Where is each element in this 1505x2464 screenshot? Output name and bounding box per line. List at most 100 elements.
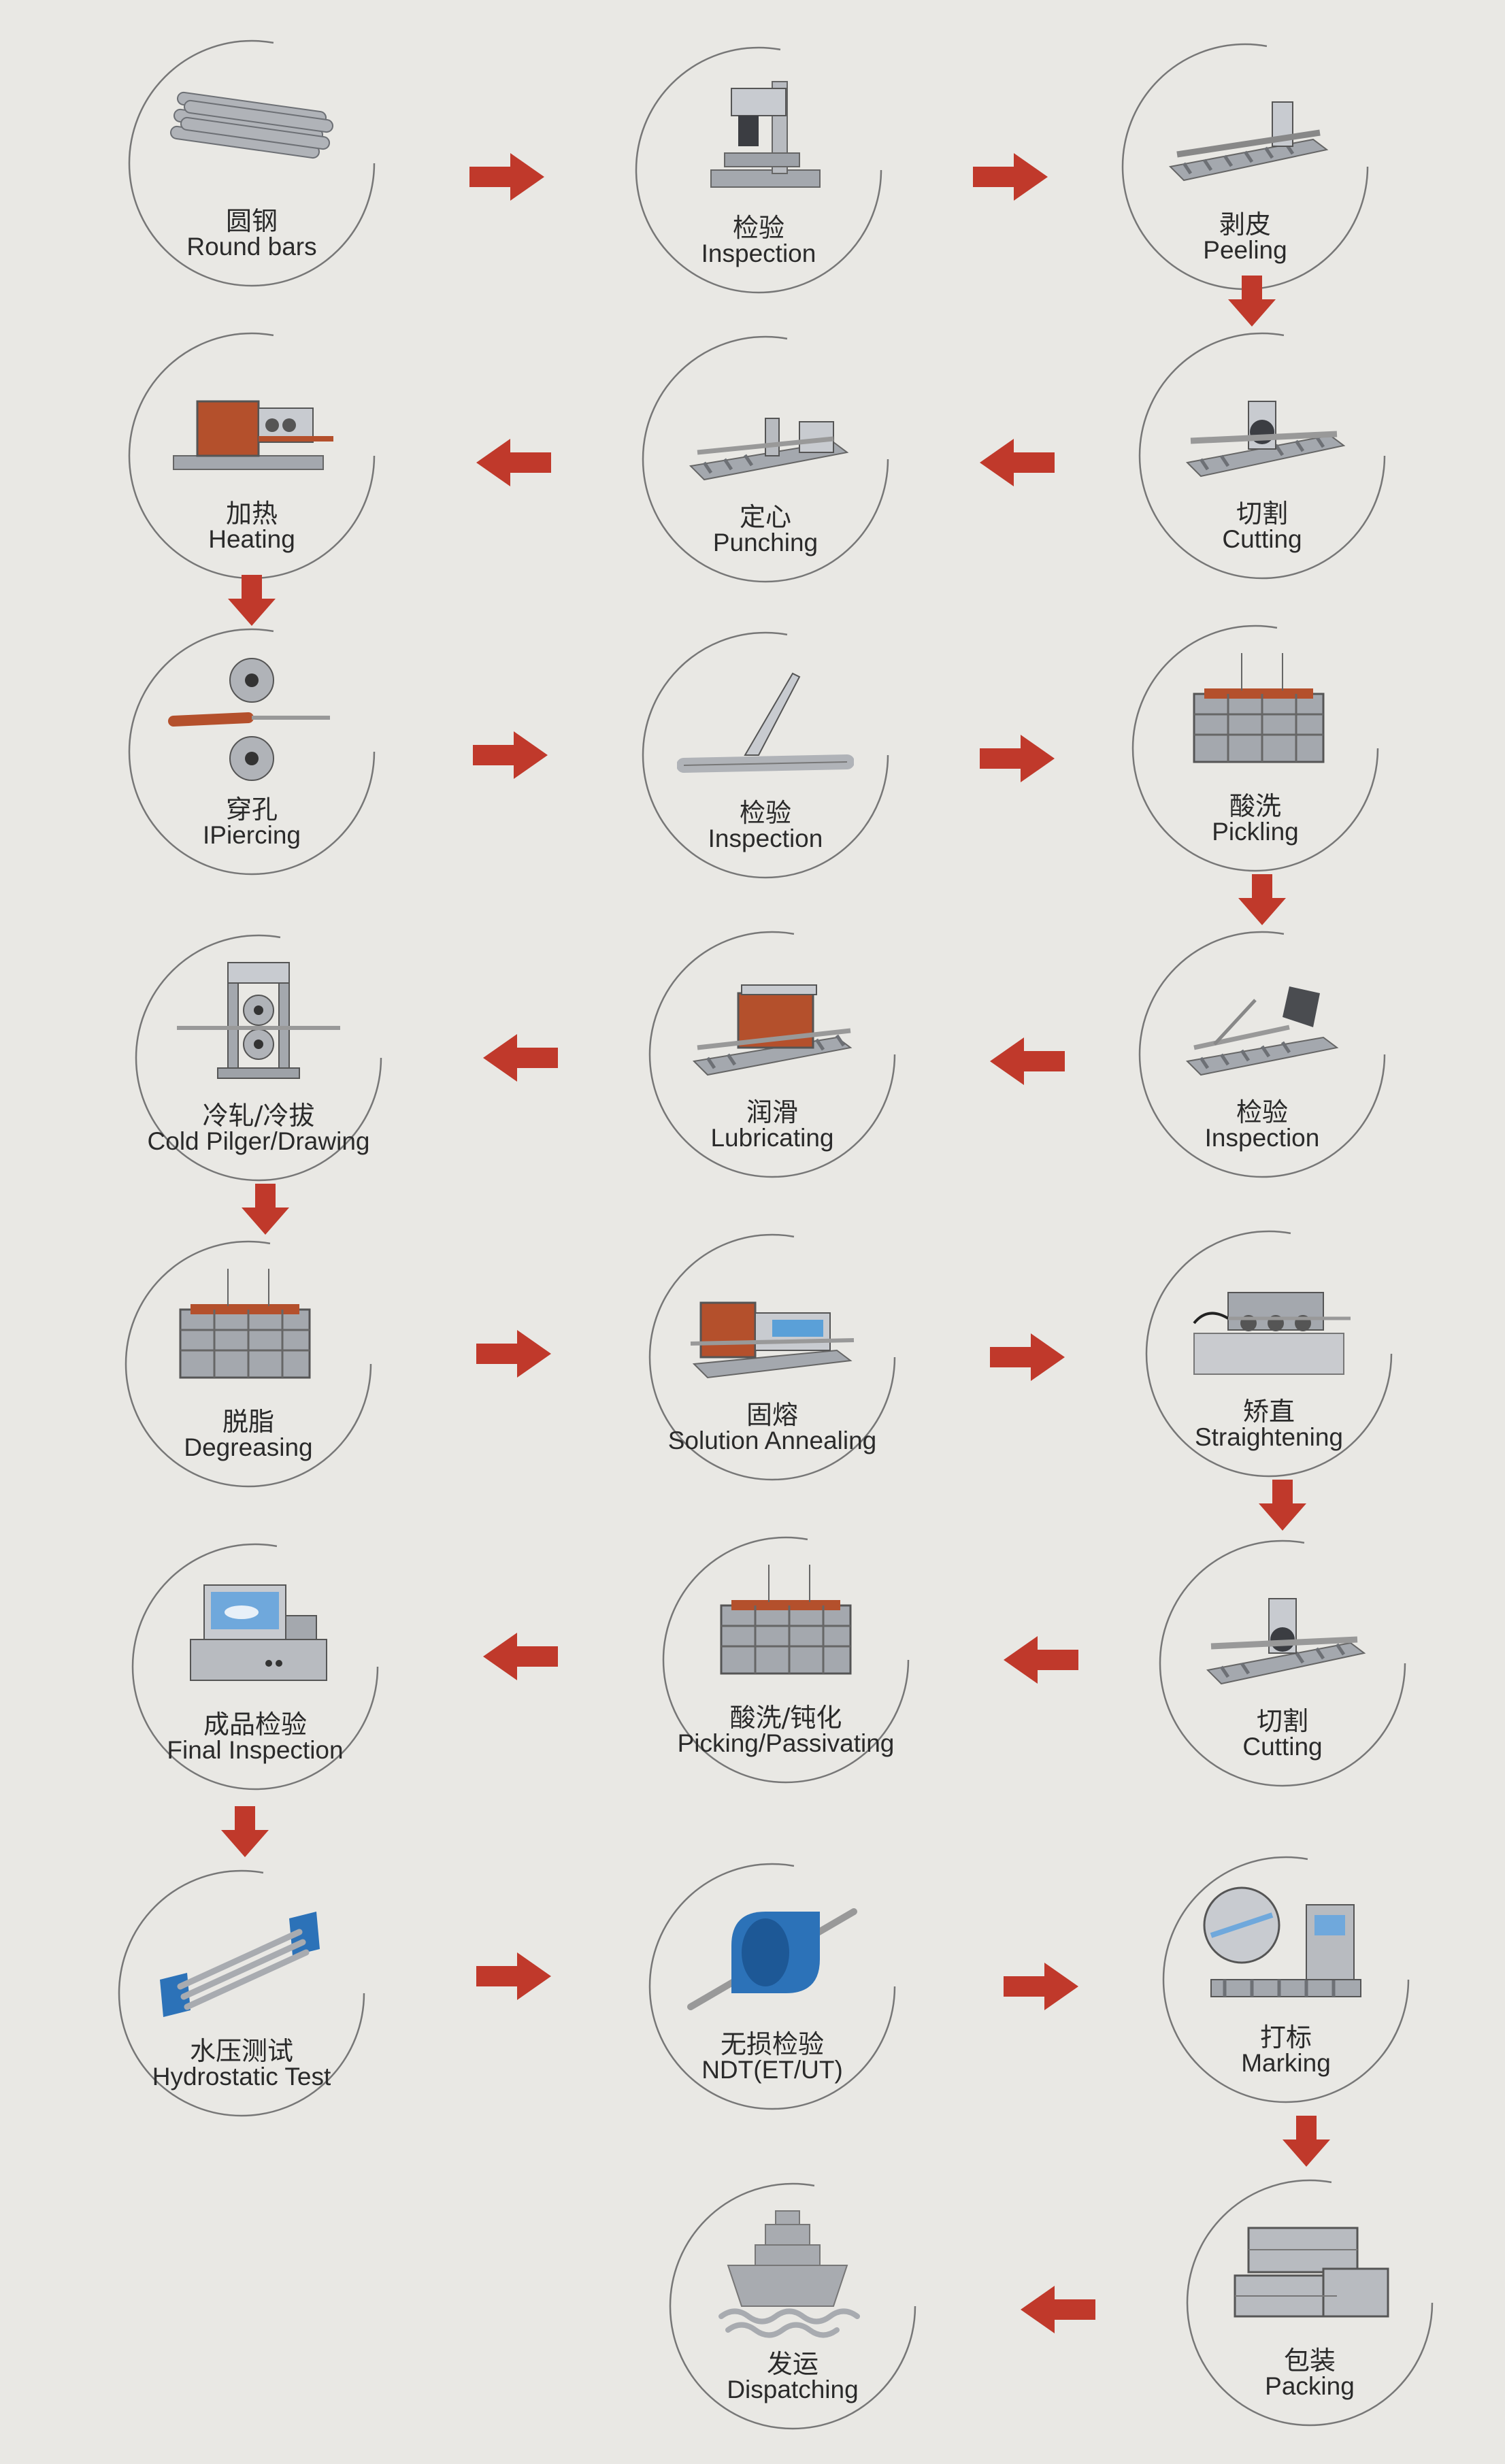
- straightening-machine-icon: [1193, 1292, 1351, 1375]
- step-label-zh: 检验: [739, 798, 791, 828]
- step-label-zh: 脱脂: [222, 1407, 274, 1437]
- step-hydrostatic-test: 水压测试 Hydrostatic Test: [112, 1864, 371, 2122]
- step-label-en: Marking: [1241, 2049, 1331, 2077]
- cold-pilger-icon: [177, 962, 340, 1079]
- step-label-zh: 剥皮: [1219, 210, 1271, 239]
- step-ring: [1159, 1539, 1406, 1787]
- step-ring: [125, 1240, 372, 1488]
- step-final-inspection: 成品检验 Final Inspection: [126, 1537, 384, 1796]
- lubricating-icon: [692, 984, 853, 1076]
- step-label-en: Round bars: [186, 233, 317, 261]
- step-inspection: 检验 Inspection: [629, 41, 888, 299]
- step-label-en: Hydrostatic Test: [152, 2063, 331, 2091]
- step-label-en: Solution Annealing: [667, 1427, 877, 1454]
- flow-arrow-left: [1021, 2286, 1095, 2333]
- step-label-zh: 打标: [1259, 2022, 1312, 2052]
- flow-arrow-right: [476, 1330, 551, 1378]
- flow-arrow-down: [1283, 2116, 1330, 2167]
- step-packing: 包装 Packing: [1180, 2174, 1439, 2432]
- step-ring: [662, 1536, 910, 1784]
- step-ring: [642, 631, 889, 879]
- step-label-zh: 切割: [1256, 1706, 1308, 1736]
- step-degreasing: 脱脂 Degreasing: [119, 1235, 378, 1493]
- flow-arrow-left: [980, 439, 1055, 486]
- step-ring: [648, 931, 896, 1178]
- step-round-bars: 圆钢 Round bars: [122, 34, 381, 293]
- step-label-zh: 定心: [739, 502, 791, 532]
- step-ring: [131, 1543, 379, 1791]
- packing-crates-icon: [1234, 2227, 1389, 2318]
- step-label-en: Punching: [712, 529, 818, 556]
- step-label-en: Peeling: [1203, 236, 1287, 264]
- step-passivating: 酸洗/钝化 Picking/Passivating: [657, 1531, 915, 1789]
- heating-furnace-icon: [173, 400, 333, 470]
- ndt-icon: [687, 1908, 857, 2010]
- marking-icon: [1203, 1886, 1361, 1997]
- step-label-zh: 成品检验: [203, 1710, 307, 1739]
- step-label-zh: 检验: [732, 213, 784, 243]
- step-solution-annealing: 固熔 Solution Annealing: [643, 1228, 902, 1486]
- step-label-en: Packing: [1265, 2372, 1355, 2400]
- step-ring: [128, 628, 376, 876]
- flow-arrow-right: [1004, 1963, 1078, 2010]
- step-ring: [135, 934, 382, 1182]
- step-marking: 打标 Marking: [1157, 1850, 1415, 2109]
- step-ndt: 无损检验 NDT(ET/UT): [643, 1857, 902, 2116]
- step-label-en: Dispatching: [727, 2376, 859, 2403]
- step-label-en: Cutting: [1242, 1733, 1323, 1761]
- step-ring: [648, 1233, 896, 1481]
- step-peeling: 剥皮 Peeling: [1116, 37, 1374, 296]
- punching-icon: [689, 418, 849, 481]
- step-ring: [635, 46, 882, 294]
- step-label-zh: 酸洗/钝化: [729, 1703, 842, 1733]
- flow-arrow-left: [1004, 1636, 1078, 1684]
- step-cold-pilger: 冷轧/冷拔 Cold Pilger/Drawing: [129, 929, 388, 1187]
- flow-arrow-left: [990, 1037, 1065, 1085]
- step-piercing: 穿孔 IPiercing: [122, 622, 381, 881]
- step-label-zh: 加热: [225, 499, 278, 529]
- step-label-zh: 酸洗: [1229, 791, 1281, 821]
- step-punching: 定心 Punching: [636, 330, 895, 588]
- grinding-inspection-icon: [1185, 986, 1339, 1076]
- step-cutting-2: 切割 Cutting: [1153, 1534, 1412, 1793]
- step-label-en: Inspection: [708, 825, 823, 852]
- step-label-zh: 圆钢: [225, 206, 278, 236]
- step-label-zh: 冷轧/冷拔: [202, 1101, 315, 1131]
- step-inspection-2: 检验 Inspection: [636, 626, 895, 884]
- step-cutting: 切割 Cutting: [1133, 327, 1391, 585]
- step-inspection-3: 检验 Inspection: [1133, 925, 1391, 1184]
- flow-arrow-right: [469, 153, 544, 201]
- step-label-en: NDT(ET/UT): [701, 2056, 843, 2084]
- step-label-zh: 发运: [766, 2349, 818, 2379]
- step-ring: [1131, 625, 1379, 872]
- step-label-zh: 水压测试: [189, 2036, 293, 2066]
- step-label-zh: 润滑: [746, 1097, 798, 1127]
- annealing-furnace-icon: [690, 1301, 855, 1379]
- inspection-machine-icon: [710, 81, 821, 188]
- flow-arrow-down: [1228, 276, 1276, 327]
- step-ring: [1162, 1856, 1410, 2103]
- step-label-en: Heating: [208, 525, 295, 553]
- round-bars-icon: [169, 91, 334, 159]
- flow-arrow-right: [990, 1333, 1065, 1381]
- tube-inspection-icon: [677, 672, 854, 773]
- final-inspection-icon: [190, 1584, 327, 1681]
- cutting-icon: [1206, 1598, 1366, 1685]
- step-dispatching: 发运 Dispatching: [663, 2177, 922, 2435]
- step-label-en: Cold Pilger/Drawing: [147, 1127, 370, 1155]
- step-ring: [1138, 332, 1386, 580]
- step-label-zh: 切割: [1236, 499, 1288, 529]
- step-label-en: Pickling: [1212, 818, 1299, 846]
- step-pickling: 酸洗 Pickling: [1126, 619, 1385, 878]
- peeling-icon: [1168, 101, 1329, 182]
- flow-arrow-left: [476, 439, 551, 486]
- flow-arrow-right: [476, 1952, 551, 2000]
- step-label-en: Lubricating: [710, 1124, 834, 1152]
- pickling-tank-icon: [1193, 653, 1325, 763]
- step-label-en: Cutting: [1222, 525, 1302, 553]
- flow-arrow-down: [1238, 874, 1286, 925]
- hydrostatic-test-icon: [160, 1912, 320, 2017]
- flow-arrow-right: [973, 153, 1048, 201]
- step-label-zh: 穿孔: [225, 795, 278, 825]
